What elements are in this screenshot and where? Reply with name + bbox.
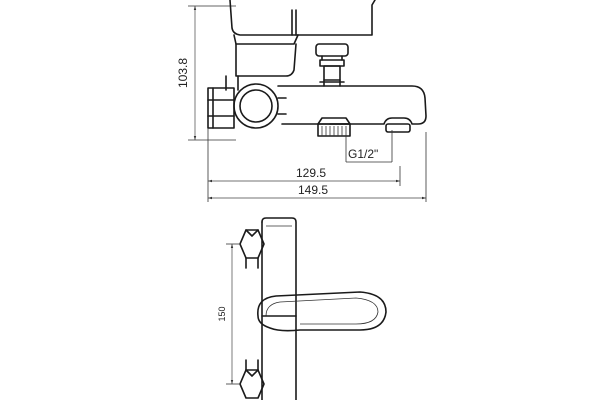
body-bar (261, 217, 297, 400)
overall-width-dimension: 149.5 (208, 132, 427, 202)
side-view: 103.8 (176, 0, 427, 202)
height-dimension: 103.8 (176, 5, 236, 141)
bottom-outlet (317, 117, 351, 137)
wall-connector (207, 83, 287, 129)
reach-dimension: 129.5 (207, 128, 401, 202)
bottom-connector-nut (239, 359, 265, 399)
diverter-knob (315, 43, 349, 87)
centers-dimension-label: 150 (217, 306, 227, 321)
overall-width-label: 149.5 (298, 183, 328, 197)
lever-handle (229, 0, 376, 36)
top-connector-nut (239, 229, 265, 269)
thread-callout: G1/2" (345, 130, 393, 163)
spout (277, 85, 427, 133)
reach-dimension-label: 129.5 (296, 166, 326, 180)
front-lever-handle (257, 291, 387, 332)
height-dimension-label: 103.8 (176, 58, 190, 88)
front-view: 150 (217, 217, 387, 400)
centers-dimension: 150 (217, 243, 240, 385)
thread-label: G1/2" (348, 147, 378, 161)
mixer-body (225, 34, 299, 91)
